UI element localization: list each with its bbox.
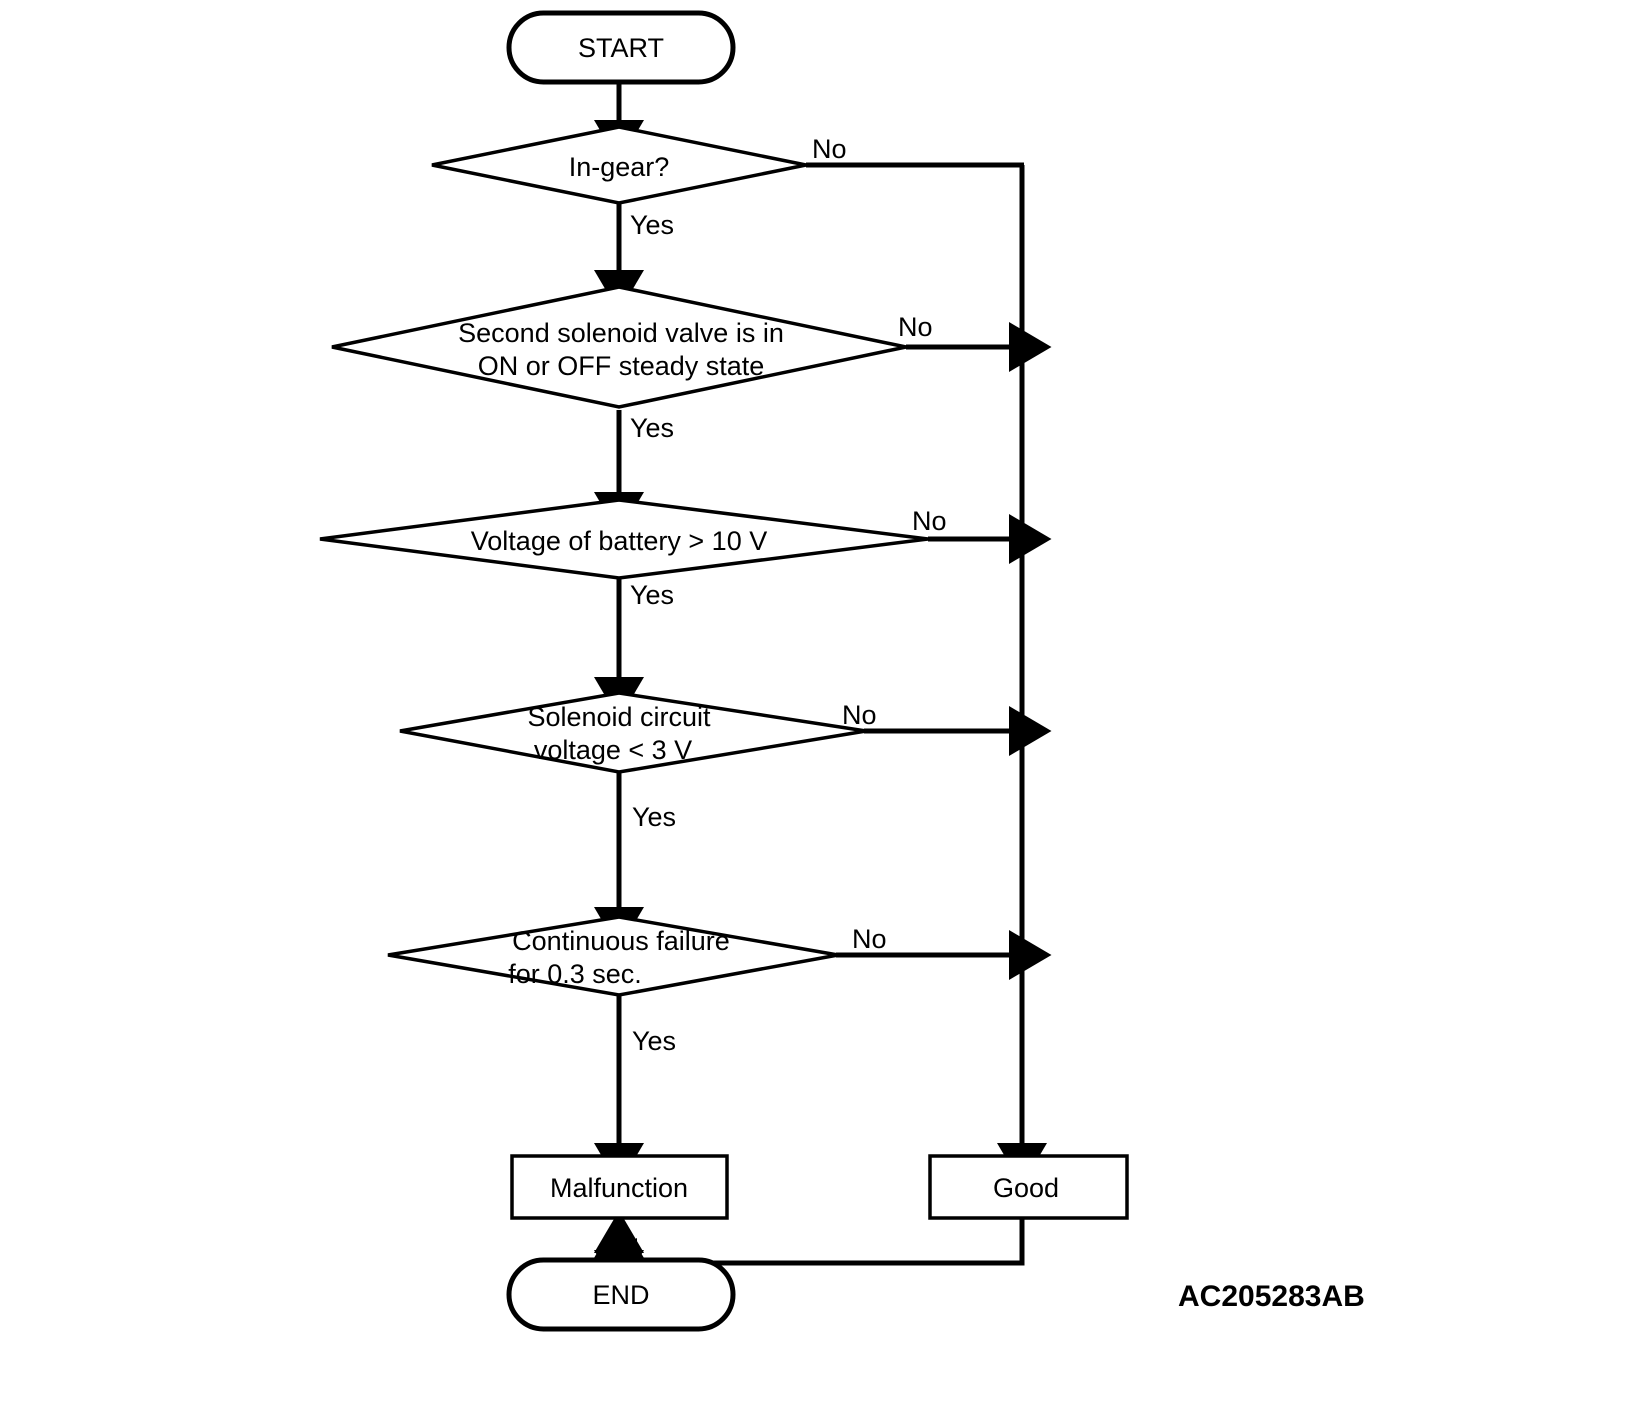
branch-label-decision2-yes: Yes: [630, 413, 674, 443]
good-label: Good: [993, 1173, 1059, 1203]
branch-label-decision4-yes: Yes: [632, 802, 676, 832]
reference-code: AC205283AB: [1178, 1280, 1365, 1313]
branch-label-decision5-no: No: [852, 924, 887, 954]
decision-in-gear: [431, 125, 807, 205]
malfunction-box: [510, 1154, 729, 1220]
decision-battery-voltage-label: Voltage of battery > 10 V: [471, 526, 767, 556]
decision-continuous-failure-line2: for 0.3 sec.: [508, 959, 642, 989]
decision-second-solenoid-valve: [331, 285, 907, 409]
branch-label-decision1-yes: Yes: [630, 210, 674, 240]
decision-battery-voltage: [319, 498, 929, 580]
end-terminator: [506, 1257, 736, 1332]
decision-solenoid-circuit-voltage-line1: Solenoid circuit: [527, 702, 711, 732]
decision-second-solenoid-valve-line1: Second solenoid valve is in: [458, 318, 784, 348]
start-terminator: [506, 10, 736, 85]
branch-label-decision3-no: No: [912, 506, 947, 536]
good-box: [928, 1154, 1129, 1220]
branch-label-decision4-no: No: [842, 700, 877, 730]
malfunction-label: Malfunction: [550, 1173, 688, 1203]
decision-continuous-failure: [387, 915, 839, 997]
branch-label-decision3-yes: Yes: [630, 580, 674, 610]
decision-second-solenoid-valve-line2: ON or OFF steady state: [478, 351, 765, 381]
decision-continuous-failure-line1: Continuous failure: [512, 926, 730, 956]
start-label: START: [578, 33, 664, 63]
decision-solenoid-circuit-voltage: [399, 691, 867, 774]
end-label: END: [592, 1280, 649, 1310]
branch-label-decision2-no: No: [898, 312, 933, 342]
decision-solenoid-circuit-voltage-line2: voltage < 3 V: [534, 735, 692, 765]
decision-in-gear-label: In-gear?: [569, 152, 670, 182]
branch-label-decision1-no: No: [812, 134, 847, 164]
branch-label-decision5-yes: Yes: [632, 1026, 676, 1056]
